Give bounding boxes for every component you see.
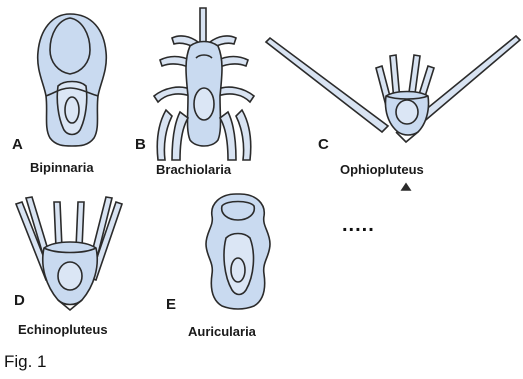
brachiolaria-larva bbox=[154, 8, 254, 160]
placeholder-dots: ..... bbox=[342, 214, 375, 237]
panel-d-letter: D bbox=[14, 292, 25, 309]
panel-e-name: Auricularia bbox=[188, 324, 256, 339]
panel-a-letter: A bbox=[12, 136, 23, 153]
panel-c-letter: C bbox=[318, 136, 329, 153]
panel-c-name: Ophiopluteus bbox=[340, 162, 424, 177]
panel-a-name: Bipinnaria bbox=[30, 160, 94, 175]
bipinnaria-larva bbox=[38, 14, 107, 146]
auricularia-larva bbox=[206, 194, 270, 309]
panel-b-letter: B bbox=[135, 136, 146, 153]
panel-b-name: Brachiolaria bbox=[156, 162, 231, 177]
panel-e-letter: E bbox=[166, 296, 176, 313]
figure-caption: Fig. 1 bbox=[4, 352, 47, 372]
panel-d-name: Echinopluteus bbox=[18, 322, 108, 337]
echinopluteus-larva bbox=[16, 197, 122, 310]
